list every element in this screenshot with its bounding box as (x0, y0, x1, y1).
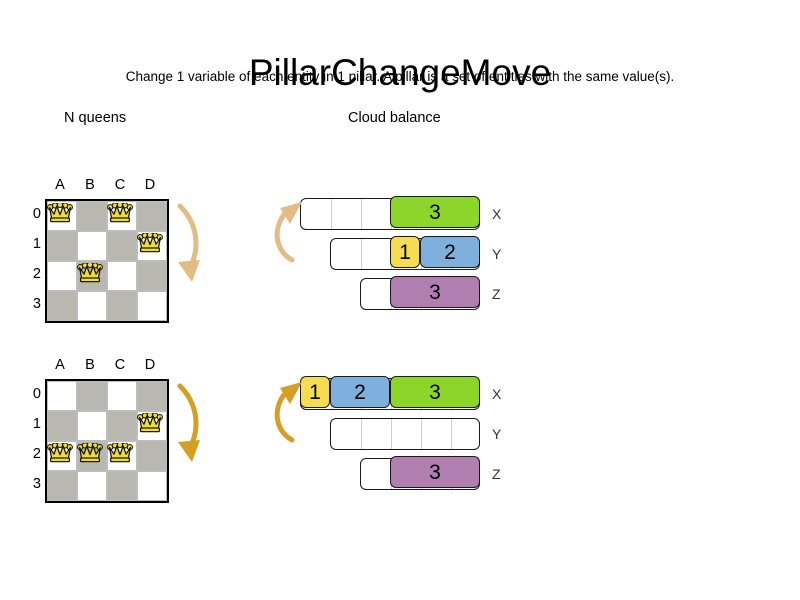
board-cell-A3[interactable] (47, 471, 77, 501)
file-label-D-after: D (144, 357, 156, 373)
chessboard-grid-before[interactable] (45, 199, 169, 323)
cloud-bar-divider (451, 419, 452, 449)
cloud-bar-label-Y-after: Y (492, 426, 502, 442)
board-cell-B0[interactable] (77, 381, 107, 411)
board-cell-D2[interactable] (137, 441, 167, 471)
rank-label-3-before: 3 (32, 296, 41, 312)
page-title: PillarChangeMove (248, 51, 552, 93)
cloud-bar-divider (361, 419, 362, 449)
board-cell-C0[interactable] (107, 381, 137, 411)
cloud-process-3-Z-before[interactable]: 3 (390, 276, 480, 309)
board-cell-C3[interactable] (107, 291, 137, 321)
board-cell-C2[interactable] (107, 261, 137, 291)
curved-arrow-up-icon-cloud-after (274, 382, 302, 443)
cloud-bar-divider (361, 239, 362, 269)
file-label-A-before: A (55, 177, 65, 193)
cloud-bar-Y-after[interactable] (330, 418, 480, 450)
rank-label-2-after: 2 (32, 446, 41, 462)
chessboard-grid-after[interactable] (45, 379, 169, 503)
curved-arrow-up-icon-cloud-before (274, 202, 302, 263)
board-cell-A3[interactable] (47, 291, 77, 321)
board-cell-A1[interactable] (47, 411, 77, 441)
board-cell-A2[interactable] (47, 441, 77, 471)
rank-label-1-before: 1 (32, 236, 41, 252)
cloud-bar-label-Y-before: Y (492, 246, 502, 262)
section-caption-cloud: Cloud balance (348, 110, 441, 126)
board-cell-B0[interactable] (77, 201, 107, 231)
board-cell-C3[interactable] (107, 471, 137, 501)
rank-label-0-after: 0 (32, 386, 41, 402)
cloud-bar-divider (421, 419, 422, 449)
cloud-bar-label-X-after: X (492, 386, 502, 402)
board-cell-C0[interactable] (107, 201, 137, 231)
board-cell-D0[interactable] (137, 381, 167, 411)
file-label-C-before: C (114, 177, 126, 193)
board-cell-D3[interactable] (137, 291, 167, 321)
cloud-bar-divider (331, 199, 332, 229)
board-cell-D2[interactable] (137, 261, 167, 291)
cloud-process-2-X-after[interactable]: 2 (330, 376, 390, 409)
cloud-bar-label-X-before: X (492, 206, 502, 222)
board-cell-D1[interactable] (137, 411, 167, 441)
board-cell-A0[interactable] (47, 201, 77, 231)
curved-arrow-down-icon-nqueens-after (177, 383, 200, 462)
board-cell-C1[interactable] (107, 231, 137, 261)
file-label-A-after: A (55, 357, 65, 373)
board-cell-B3[interactable] (77, 291, 107, 321)
cloud-process-1-X-after[interactable]: 1 (300, 376, 330, 409)
cloud-bar-divider (391, 419, 392, 449)
board-cell-D1[interactable] (137, 231, 167, 261)
cloud-process-2-Y-before[interactable]: 2 (420, 236, 480, 269)
file-label-C-after: C (114, 357, 126, 373)
board-cell-A1[interactable] (47, 231, 77, 261)
file-label-B-after: B (85, 357, 95, 373)
cloud-process-3-X-before[interactable]: 3 (390, 196, 480, 229)
section-caption-nqueens: N queens (64, 110, 127, 126)
board-cell-B3[interactable] (77, 471, 107, 501)
board-cell-D0[interactable] (137, 201, 167, 231)
cloud-bar-label-Z-before: Z (492, 286, 501, 302)
curved-arrow-down-icon-nqueens-before (177, 203, 200, 282)
cloud-process-1-Y-before[interactable]: 1 (390, 236, 420, 269)
board-cell-C1[interactable] (107, 411, 137, 441)
rank-label-0-before: 0 (32, 206, 41, 222)
file-label-B-before: B (85, 177, 95, 193)
cloud-bar-row-Y-after: Y (300, 418, 520, 450)
board-cell-D3[interactable] (137, 471, 167, 501)
page-subtitle: Change 1 variable of each entity in 1 pi… (125, 69, 675, 84)
board-cell-B2[interactable] (77, 441, 107, 471)
board-cell-B1[interactable] (77, 411, 107, 441)
board-cell-A2[interactable] (47, 261, 77, 291)
cloud-process-3-Z-after[interactable]: 3 (390, 456, 480, 489)
file-label-D-before: D (144, 177, 156, 193)
board-cell-B1[interactable] (77, 231, 107, 261)
rank-label-2-before: 2 (32, 266, 41, 282)
cloud-process-3-X-after[interactable]: 3 (390, 376, 480, 409)
cloud-bar-label-Z-after: Z (492, 466, 501, 482)
cloud-bar-divider (361, 199, 362, 229)
rank-label-3-after: 3 (32, 476, 41, 492)
board-cell-C2[interactable] (107, 441, 137, 471)
board-cell-B2[interactable] (77, 261, 107, 291)
board-cell-A0[interactable] (47, 381, 77, 411)
rank-label-1-after: 1 (32, 416, 41, 432)
